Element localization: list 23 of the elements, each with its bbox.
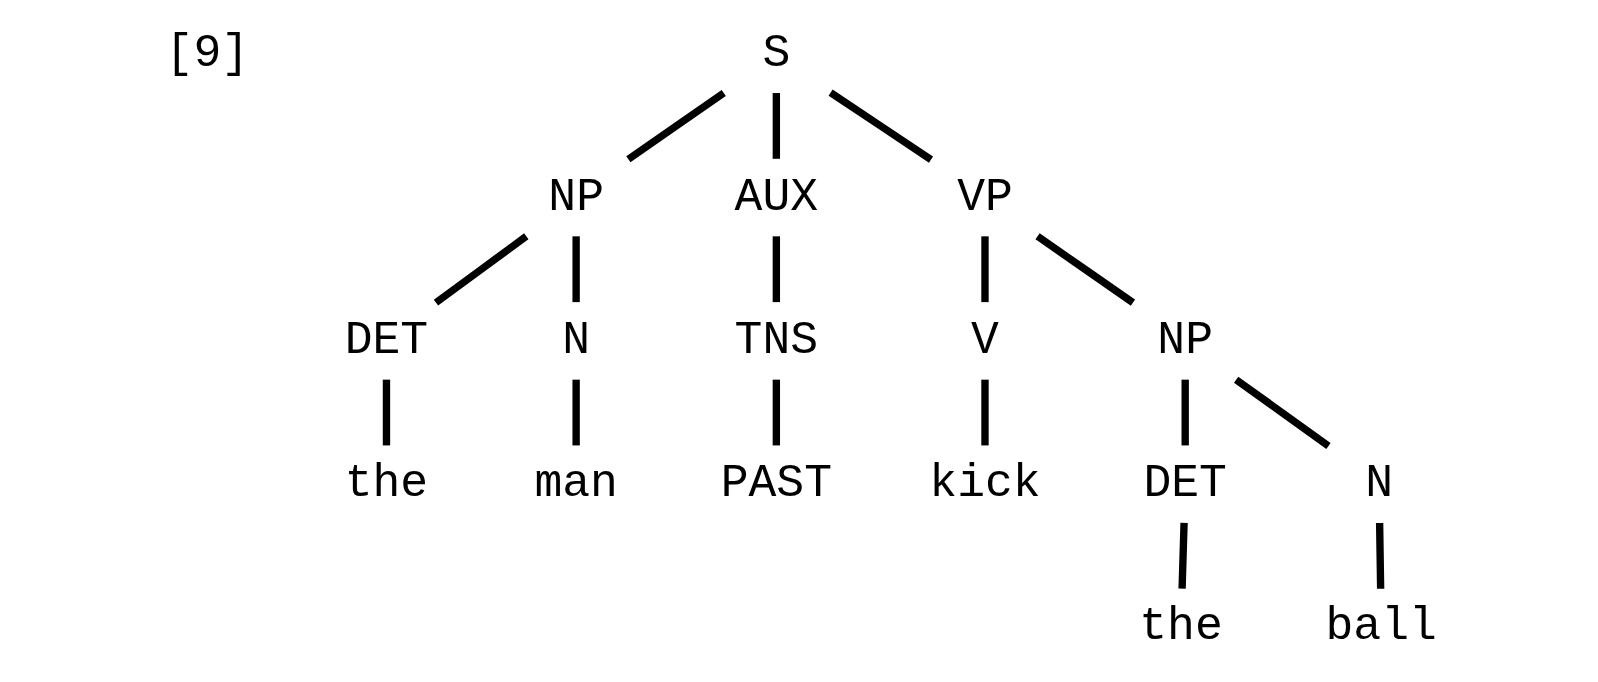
node-text: the xyxy=(1139,600,1223,654)
connector xyxy=(1035,233,1136,306)
node-text: NP xyxy=(548,170,604,224)
node-text: DET xyxy=(344,313,429,367)
connector xyxy=(828,89,934,163)
node-text: DET xyxy=(1143,457,1227,511)
node-text: N xyxy=(562,313,591,367)
connector xyxy=(433,233,529,306)
node-text: PAST xyxy=(720,457,832,511)
node-text: kick xyxy=(929,457,1041,511)
node-text: NP xyxy=(1157,313,1214,367)
node-text: the xyxy=(344,457,429,511)
connector xyxy=(1234,376,1331,449)
connector xyxy=(626,90,726,163)
node-text: AUX xyxy=(734,170,819,224)
node-text: man xyxy=(534,457,618,511)
node-text: ball xyxy=(1325,600,1437,654)
node-text: S xyxy=(762,27,791,81)
node-text: V xyxy=(971,313,999,367)
label: [9] xyxy=(165,27,250,81)
node-text: VP xyxy=(957,170,1013,224)
node-text: N xyxy=(1365,457,1393,511)
node-text: TNS xyxy=(734,313,819,367)
